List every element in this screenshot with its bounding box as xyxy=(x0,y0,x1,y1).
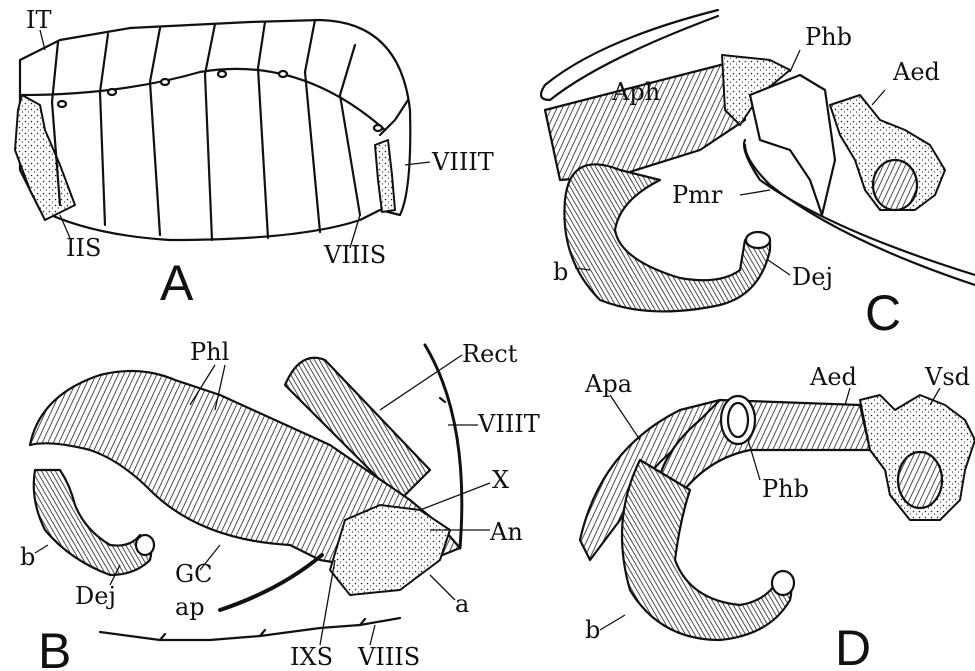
label-viiis: VIIIS xyxy=(323,241,386,269)
label-apa: Apa xyxy=(584,370,632,398)
panel-b: Phl Rect VIIIT X An b GC Dej ap a IXS VI… xyxy=(20,338,540,671)
label-phb-d: Phb xyxy=(762,475,809,503)
ap-apodeme xyxy=(220,555,322,610)
panel-c: Phb Aed Aph Pmr b Dej C xyxy=(541,10,975,341)
panel-letter-d: D xyxy=(835,620,871,671)
label-viiit: VIIIT xyxy=(431,148,494,176)
label-it: IT xyxy=(26,6,52,34)
label-ixs: IXS xyxy=(290,643,333,671)
label-dej-c: Dej xyxy=(792,263,833,291)
label-an: An xyxy=(489,518,523,546)
label-vsd: Vsd xyxy=(924,363,970,391)
label-b-b: b xyxy=(20,543,35,571)
panel-a: IT IIS VIIIS VIIIT A xyxy=(15,6,494,311)
label-viiit-b: VIIIT xyxy=(477,410,540,438)
sternite-line xyxy=(100,618,400,640)
label-a: a xyxy=(455,590,469,618)
panel-letter-c: C xyxy=(865,285,901,341)
label-iis: IIS xyxy=(66,234,101,262)
label-b-c: b xyxy=(553,258,568,286)
label-phl: Phl xyxy=(190,338,229,366)
label-pmr: Pmr xyxy=(672,181,723,209)
label-aph: Aph xyxy=(611,78,660,106)
label-b-d: b xyxy=(585,616,600,644)
panel-letter-b: B xyxy=(38,623,71,671)
panel-letter-a: A xyxy=(160,255,194,311)
label-rect: Rect xyxy=(462,340,518,368)
ejaculatory-bulb xyxy=(564,164,770,311)
panel-d: Apa Aed Vsd Phb b D xyxy=(580,363,975,671)
label-gc: GC xyxy=(175,560,213,588)
b-lobe xyxy=(34,470,152,575)
label-aed-c: Aed xyxy=(892,58,940,86)
label-viiis-b: VIIIS xyxy=(357,643,420,671)
subgenital-plate xyxy=(330,505,450,595)
paramere xyxy=(750,75,835,215)
label-x: X xyxy=(492,466,509,494)
label-aed-d: Aed xyxy=(809,363,857,391)
label-dej-b: Dej xyxy=(75,582,116,610)
label-ap: ap xyxy=(175,593,205,621)
label-phb-c: Phb xyxy=(805,23,852,51)
